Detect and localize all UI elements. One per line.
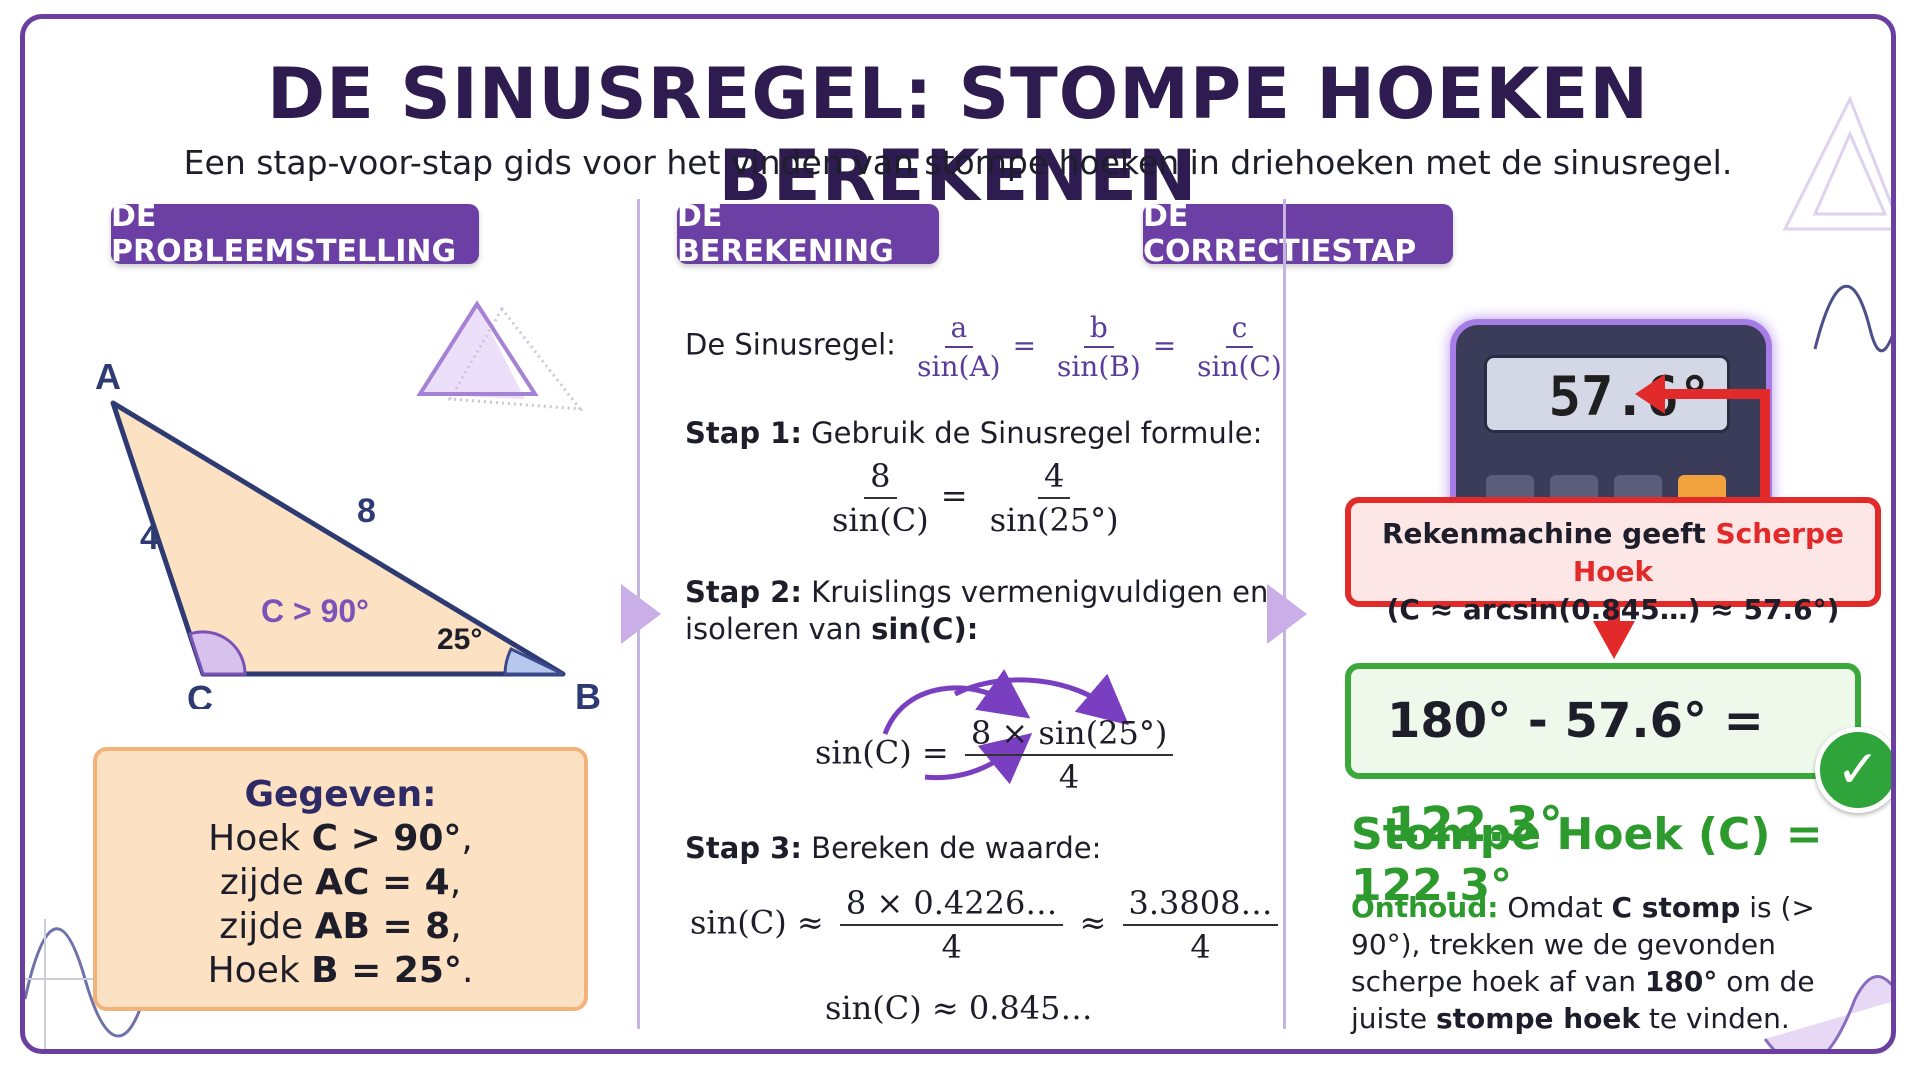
angle-c-marker [188,630,247,676]
step3-equation: sin(C) ≈ 8 × 0.4226…4 ≈ 3.3808…4 [690,884,1284,966]
correction-equation-box: 180° - 57.6° = 122.3° [1345,663,1861,853]
infographic-frame: DE SINUSREGEL: STOMPE HOEKEN BEREKENEN E… [20,14,1896,1054]
page-title: DE SINUSREGEL: STOMPE HOEKEN BEREKENEN [267,53,1649,217]
cross-multiply-arrows [882,669,1129,785]
section-header-correction: DE CORRECTIESTAP [1143,199,1453,269]
given-line: Hoek B = 25°. [207,950,474,991]
vertex-b-label: B [575,676,601,709]
vertex-a-label: A [95,356,121,397]
given-heading: Gegeven: [244,774,437,815]
flow-arrow-icon [1267,584,1307,644]
sine-rule-label: De Sinusregel: [685,327,896,362]
section-header-problem: DE PROBLEEMSTELLING [111,199,479,269]
reminder-note: Onthoud: Omdat C stomp is (> 90°), trekk… [1351,891,1815,1035]
check-icon: ✓ [1815,727,1891,813]
angle-b-label: 25° [437,623,482,656]
given-line: zijde AC = 4, [219,862,462,903]
final-result: Stompe Hoek (C) = 122.3° [1351,809,1823,911]
triangle-deco-icon [416,300,584,411]
step2-text: Stap 2: Kruislings vermenigvuldigen en i… [685,575,1269,646]
triangle-diagram: A B C 4 8 C > 90° 25° [95,356,601,709]
decoration-layer [25,95,1891,1049]
angle-b-marker [503,647,564,676]
step2-equation: sin(C) = 8 × sin(25°)4 [815,714,1179,796]
side-ab-label: 8 [357,492,376,530]
given-line: zijde AB = 8, [219,906,462,947]
section-header-calculation: DE BEREKENING [677,199,939,269]
step3-text: Stap 3: Bereken de waarde: [685,831,1102,865]
triangle-deco-icon [1782,95,1891,231]
flow-arrow-icon [621,584,661,644]
step3-result: sin(C) ≈ 0.845… [825,989,1093,1027]
given-line: Hoek C > 90°, [208,818,473,859]
wave-deco-icon [1813,284,1891,353]
given-box: Gegeven: Hoek C > 90°, zijde AC = 4, zij… [93,747,588,1011]
angle-c-label: C > 90° [261,593,369,629]
vertex-c-label: C [187,678,213,709]
calculator-warning-box: Rekenmachine geeft Scherpe Hoek (C ≈ arc… [1345,497,1881,626]
step1-text: Stap 1: Gebruik de Sinusregel formule: [685,416,1263,450]
side-ac-label: 4 [140,519,159,557]
wave-deco-icon [1763,975,1891,1049]
page-subtitle: Een stap-voor-stap gids voor het vinden … [183,143,1733,182]
